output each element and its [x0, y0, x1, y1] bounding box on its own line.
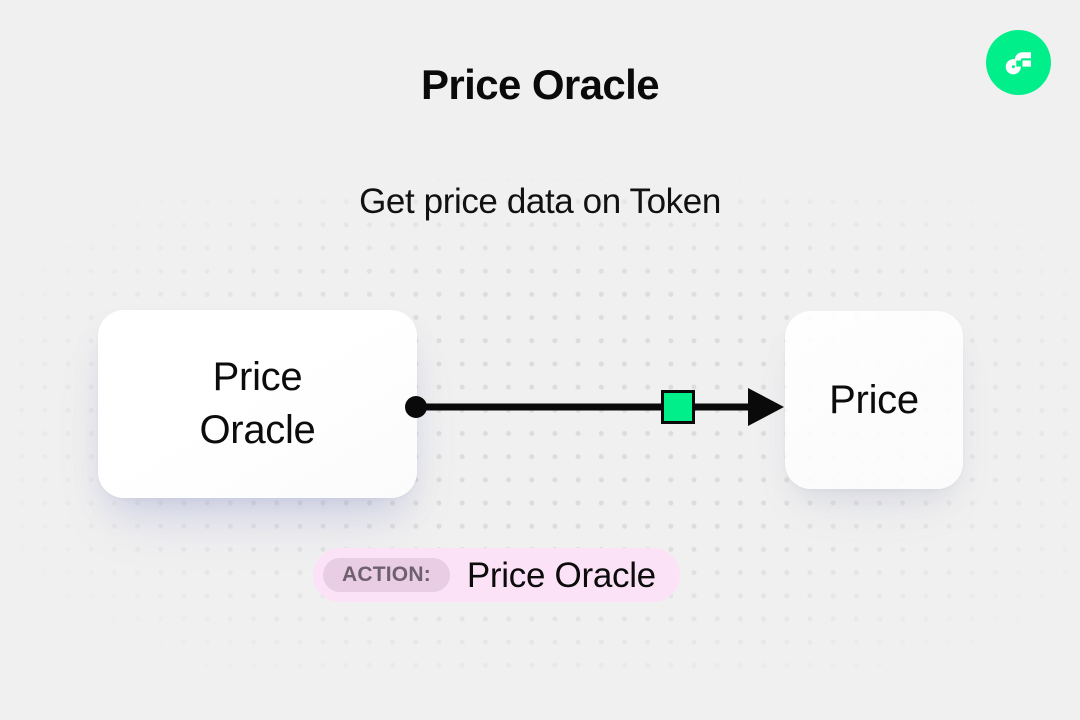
action-badge-prefix: ACTION:: [323, 558, 450, 592]
action-badge-value: Price Oracle: [466, 555, 656, 595]
action-badge: ACTION: Price Oracle: [313, 548, 680, 602]
page-title: Price Oracle: [421, 61, 660, 108]
node-card-source[interactable]: Price Oracle: [98, 310, 417, 498]
page-subtitle: Get price data on Token: [359, 182, 721, 221]
node-label: Price: [829, 377, 919, 422]
edge-arrowhead-icon: [748, 388, 784, 426]
flow-logo-glyph: [1005, 51, 1031, 74]
flow-logo-icon: [986, 30, 1051, 95]
node-card-target[interactable]: Price: [785, 311, 963, 489]
edge-marker-square-icon[interactable]: [661, 390, 695, 424]
node-label: Price Oracle: [199, 355, 316, 452]
